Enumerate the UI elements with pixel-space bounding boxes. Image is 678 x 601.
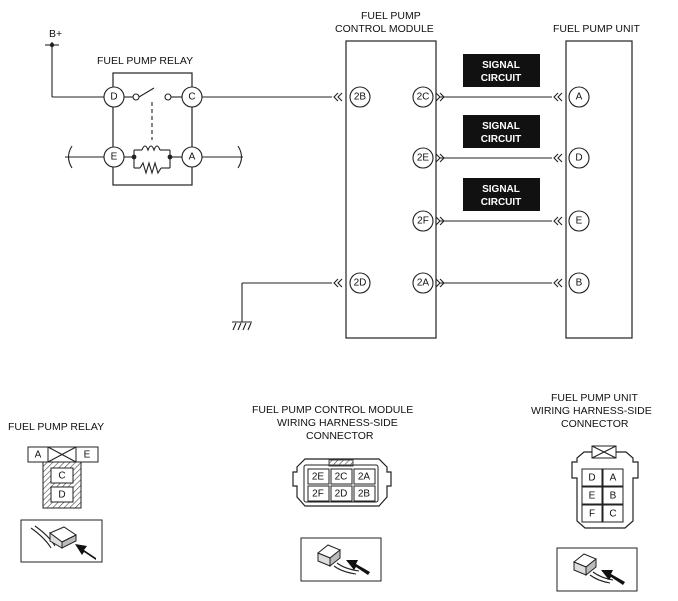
svg-text:2B: 2B — [354, 92, 367, 103]
svg-text:2B: 2B — [358, 489, 371, 500]
svg-text:2A: 2A — [417, 278, 430, 289]
svg-text:E: E — [576, 216, 583, 227]
svg-text:2D: 2D — [335, 489, 348, 500]
svg-text:2E: 2E — [312, 472, 325, 483]
wire-2a-to-b — [435, 278, 563, 288]
unit-pin-d: D — [568, 147, 590, 169]
svg-text:C: C — [188, 92, 195, 103]
svg-text:CIRCUIT: CIRCUIT — [481, 134, 522, 145]
unit-connector-face: D A E B F C — [571, 445, 639, 529]
wire-2c-to-a — [435, 92, 563, 102]
svg-text:2F: 2F — [312, 489, 324, 500]
module-pin-2c: 2C — [412, 86, 434, 108]
svg-text:2F: 2F — [417, 216, 429, 227]
svg-text:A: A — [610, 473, 617, 484]
svg-text:2C: 2C — [335, 472, 348, 483]
svg-text:SIGNAL: SIGNAL — [482, 121, 520, 132]
connector-chevron-icon — [333, 92, 343, 102]
module-pin-2d: 2D — [349, 272, 371, 294]
relay-title: FUEL PUMP RELAY — [97, 55, 193, 67]
module-pin-2a: 2A — [412, 272, 434, 294]
unit-title: FUEL PUMP UNIT — [553, 23, 641, 35]
module-connector-title-1: FUEL PUMP CONTROL MODULE — [252, 404, 413, 416]
svg-text:2C: 2C — [417, 92, 430, 103]
svg-text:D: D — [110, 92, 117, 103]
unit-pin-e: E — [568, 210, 590, 232]
module-connector-face: 2E 2C 2A 2F 2D 2B — [292, 458, 392, 507]
wire-2e-to-d — [435, 153, 563, 163]
module-connector-title-3: CONNECTOR — [306, 430, 374, 442]
svg-text:B: B — [576, 278, 583, 289]
svg-text:F: F — [589, 509, 595, 520]
svg-text:SIGNAL: SIGNAL — [482, 184, 520, 195]
relay-pin-c: C — [181, 86, 203, 108]
bplus-terminal-icon — [45, 42, 59, 97]
svg-text:A: A — [576, 92, 583, 103]
svg-text:E: E — [84, 450, 91, 461]
relay-pin-d: D — [103, 86, 125, 108]
svg-text:CIRCUIT: CIRCUIT — [481, 197, 522, 208]
wire-2f-to-e — [435, 216, 563, 226]
module-connector-title-2: WIRING HARNESS-SIDE — [277, 417, 398, 429]
bplus-label: B+ — [49, 28, 62, 40]
relay-box — [112, 72, 193, 186]
relay-switch-icon — [124, 87, 182, 140]
svg-text:D: D — [588, 473, 595, 484]
signal-circuit-box-2: SIGNAL CIRCUIT — [463, 115, 540, 148]
relay-connector-title: FUEL PUMP RELAY — [8, 421, 104, 433]
unit-connector-title-1: FUEL PUMP UNIT — [551, 392, 639, 404]
relay-connector-face: A E C D — [27, 446, 99, 509]
svg-text:E: E — [111, 152, 118, 163]
svg-text:D: D — [575, 153, 582, 164]
unit-box — [565, 40, 633, 339]
unit-pin-a: A — [568, 86, 590, 108]
svg-text:A: A — [35, 450, 42, 461]
module-pin-2f: 2F — [412, 210, 434, 232]
svg-text:2A: 2A — [358, 472, 371, 483]
svg-text:D: D — [58, 490, 65, 501]
relay-connector-insert-arrow-icon — [20, 519, 103, 563]
svg-text:CIRCUIT: CIRCUIT — [481, 73, 522, 84]
svg-text:SIGNAL: SIGNAL — [482, 60, 520, 71]
svg-text:2D: 2D — [354, 278, 367, 289]
module-pin-2b: 2B — [349, 86, 371, 108]
svg-text:B: B — [610, 491, 617, 502]
svg-text:C: C — [609, 509, 616, 520]
module-connector-insert-arrow-icon — [300, 537, 382, 582]
relay-pin-e: E — [103, 146, 125, 168]
module-pin-2e: 2E — [412, 147, 434, 169]
unit-connector-title-3: CONNECTOR — [561, 418, 629, 430]
relay-pin-a: A — [181, 146, 203, 168]
signal-circuit-box-3: SIGNAL CIRCUIT — [463, 178, 540, 211]
module-title-line1: FUEL PUMP — [361, 10, 421, 22]
svg-text:E: E — [589, 491, 596, 502]
relay-coil-icon — [124, 145, 182, 175]
svg-text:C: C — [58, 471, 65, 482]
unit-connector-title-2: WIRING HARNESS-SIDE — [531, 405, 652, 417]
ground-symbol-icon — [232, 321, 252, 331]
unit-connector-insert-arrow-icon — [556, 547, 638, 592]
module-title-line2: CONTROL MODULE — [335, 23, 434, 35]
signal-circuit-box-1: SIGNAL CIRCUIT — [463, 54, 540, 87]
unit-pin-b: B — [568, 272, 590, 294]
svg-text:A: A — [189, 152, 196, 163]
svg-text:2E: 2E — [417, 153, 430, 164]
